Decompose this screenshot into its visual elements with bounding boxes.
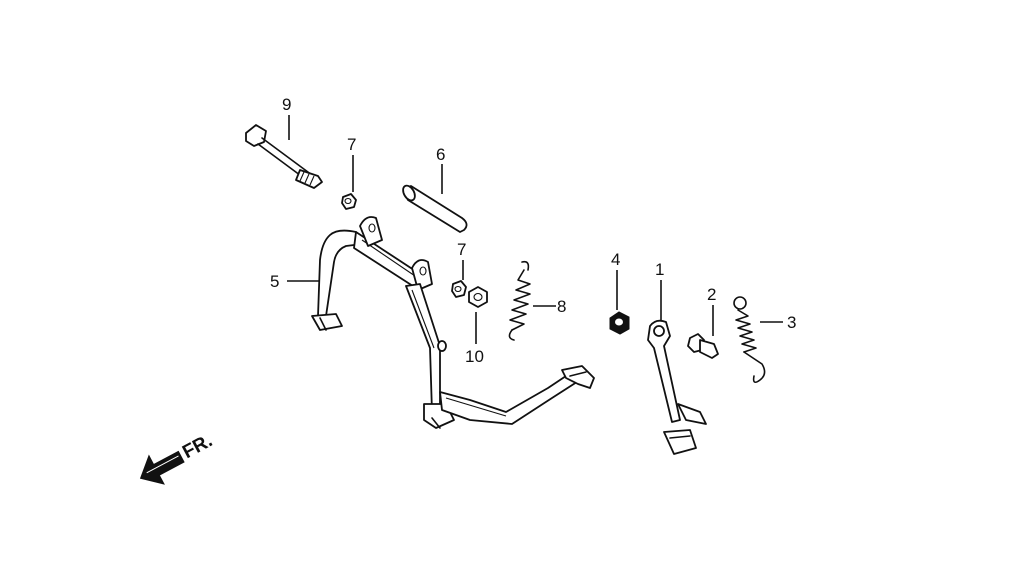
callout-3: 3 [787,313,796,332]
callout-9: 9 [282,95,291,114]
part-5-main-stand [311,216,595,429]
part-8-spring [508,260,531,341]
part-10-nut [468,286,488,308]
callout-5: 5 [270,272,279,291]
front-arrow-icon [139,450,185,485]
front-label: FR. [179,430,216,463]
part-3-spring [733,296,766,384]
callout-10: 10 [465,347,484,366]
callout-labels: 9 7 6 7 10 8 5 4 1 2 3 [270,95,796,366]
callout-7-mid: 7 [457,240,466,259]
callout-6: 6 [436,145,445,164]
part-6-sleeve [402,184,468,233]
callout-7-top: 7 [347,135,356,154]
callout-2: 2 [707,285,716,304]
part-7-collar-top [341,193,357,210]
part-9-bolt [245,124,323,189]
part-4-nut [609,311,630,335]
leader-lines [287,115,783,344]
part-7-collar-mid [451,280,467,298]
callout-4: 4 [611,250,620,269]
part-2-bolt [687,333,719,359]
part-1-side-stand [647,319,707,455]
front-direction-indicator: FR. [139,430,216,485]
callout-1: 1 [655,260,664,279]
callout-8: 8 [557,297,566,316]
